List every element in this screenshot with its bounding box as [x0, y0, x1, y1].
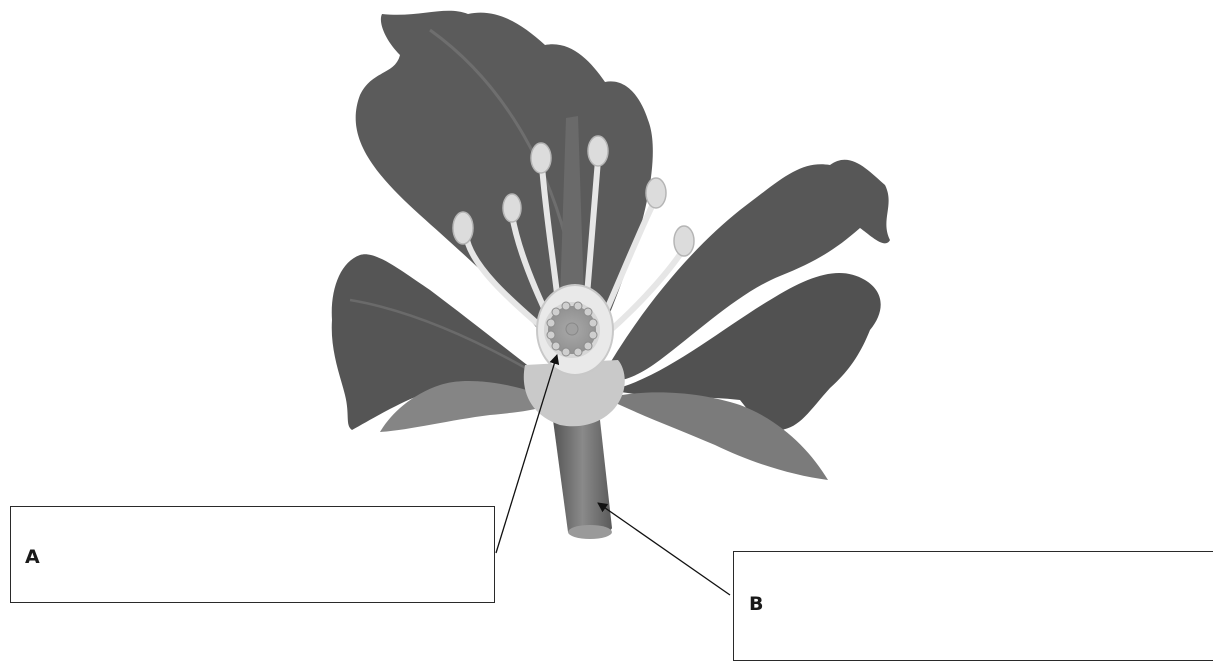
anther-1 — [453, 212, 473, 244]
anther-3 — [531, 143, 551, 173]
stalk — [524, 360, 625, 539]
label-b: B — [749, 593, 763, 615]
ovary — [537, 285, 613, 375]
label-a: A — [25, 546, 40, 568]
anther-5 — [646, 178, 666, 208]
anther-4 — [588, 136, 608, 166]
anther-2 — [503, 194, 521, 222]
pointer-line-b — [598, 503, 730, 595]
stalk-shaft — [553, 420, 612, 536]
anther-6 — [674, 226, 694, 256]
ovary-center — [566, 323, 578, 335]
label-box-a[interactable]: A — [10, 506, 495, 603]
label-box-b[interactable]: B — [733, 551, 1213, 661]
stalk-cut-end — [568, 525, 612, 539]
